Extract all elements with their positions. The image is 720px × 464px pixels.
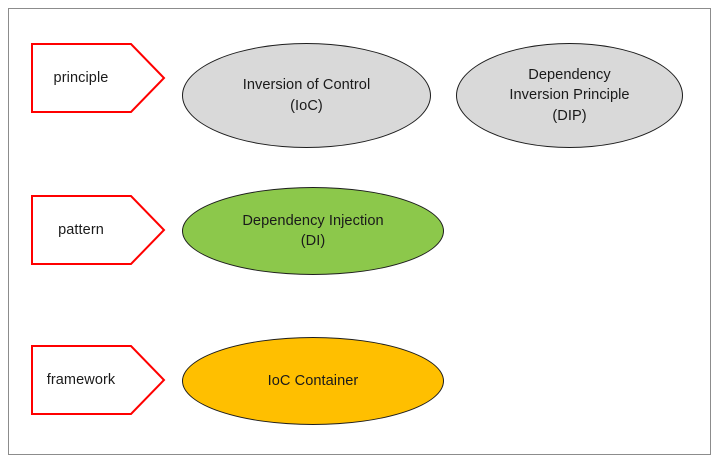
pentagon-arrow-icon <box>31 345 166 415</box>
node-label-ioc-line1: Inversion of Control <box>242 77 371 94</box>
pentagon-arrow-icon <box>31 195 166 265</box>
diagram-row-framework: framework IoC Container <box>0 336 720 426</box>
node-ioc-container[interactable]: IoC Container <box>182 337 444 425</box>
node-label-ioc: Inversion of Control (IoC) <box>229 75 385 115</box>
diagram-row-pattern: pattern Dependency Injection (DI) <box>0 186 720 276</box>
node-dependency-injection[interactable]: Dependency Injection (DI) <box>182 187 444 275</box>
node-label-di: Dependency Injection (DI) <box>228 211 397 251</box>
node-dependency-inversion-principle[interactable]: Dependency Inversion Principle (DIP) <box>456 43 683 148</box>
node-inversion-of-control[interactable]: Inversion of Control (IoC) <box>182 43 431 148</box>
node-label-ioc-container-line1: IoC Container <box>267 372 359 389</box>
node-label-dip-line3: (DIP) <box>552 107 587 124</box>
node-label-di-line2: (DI) <box>300 233 326 249</box>
node-label-di-line1: Dependency Injection <box>242 212 384 229</box>
pentagon-arrow-icon <box>31 43 166 113</box>
diagram-row-principle: principle Inversion of Control (IoC) Dep… <box>0 22 720 148</box>
tag-label-framework: framework <box>46 372 116 388</box>
tag-label-principle: principle <box>53 70 109 86</box>
tag-shape-principle[interactable]: principle <box>31 43 166 113</box>
node-label-ioc-container: IoC Container <box>254 371 373 391</box>
node-label-ioc-line2: (IoC) <box>290 97 323 114</box>
tag-shape-framework[interactable]: framework <box>31 345 166 415</box>
node-label-dip-line1: Dependency <box>528 67 611 84</box>
node-label-dip: Dependency Inversion Principle (DIP) <box>495 65 643 125</box>
node-label-dip-line2: Inversion Principle <box>509 87 630 104</box>
tag-label-pattern: pattern <box>58 222 104 238</box>
tag-shape-pattern[interactable]: pattern <box>31 195 166 265</box>
